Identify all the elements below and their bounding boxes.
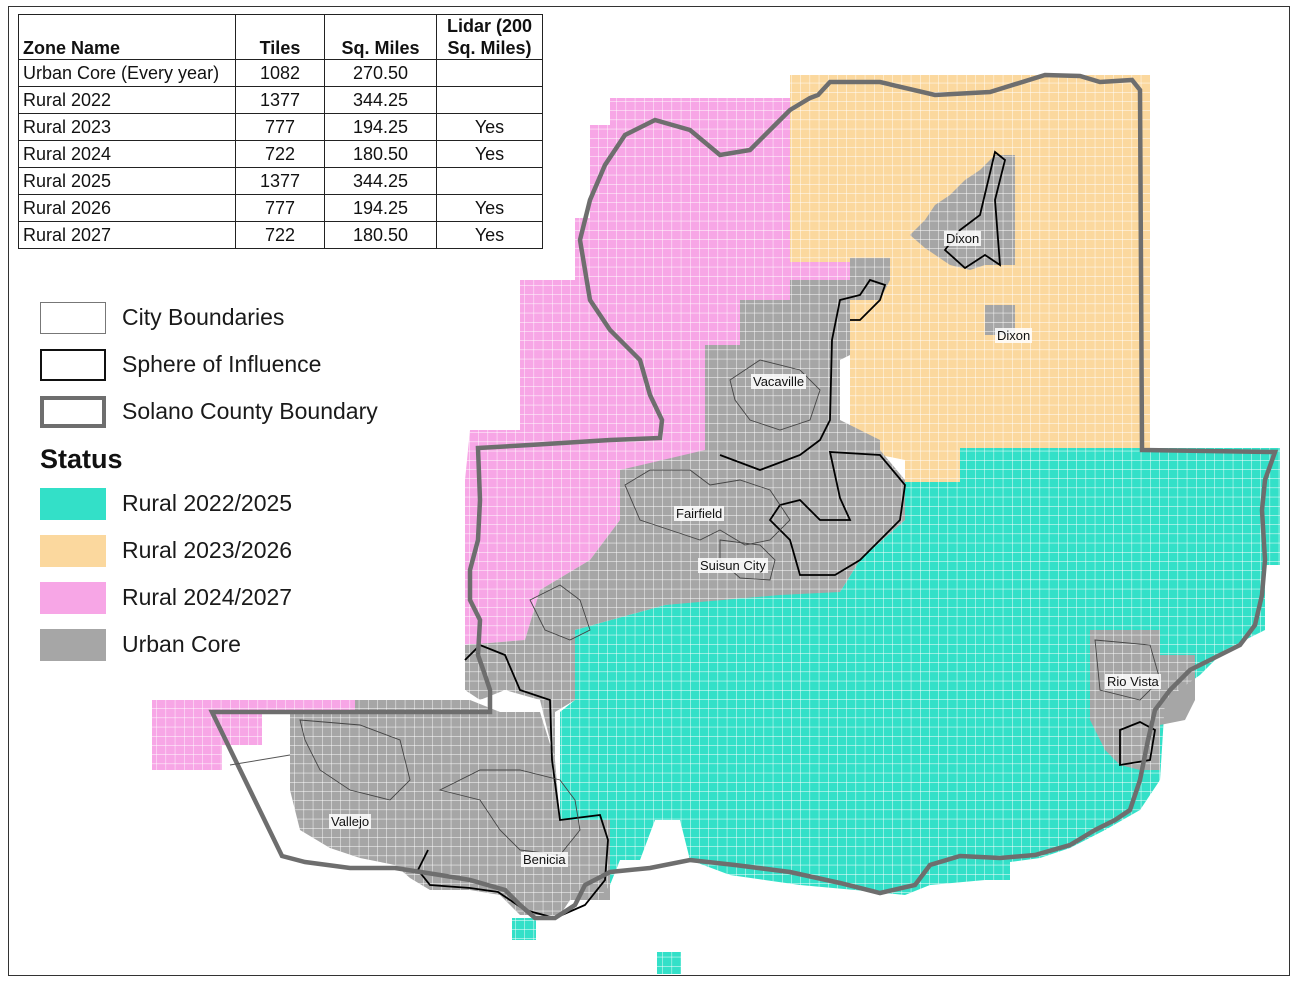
cell-tiles: 1377 [235, 86, 325, 114]
status-heading: Status [40, 444, 123, 474]
cell-tiles: 777 [235, 194, 325, 222]
legend-label: Rural 2022/2025 [122, 490, 293, 516]
legend-label: Sphere of Influence [122, 351, 322, 377]
cell-zone-name: Rural 2026 [18, 194, 236, 222]
header-sq-miles: Sq. Miles [324, 14, 437, 60]
tile-grid [152, 75, 1280, 974]
cell-zone-name: Urban Core (Every year) [18, 59, 236, 87]
cell-lidar: Yes [436, 194, 543, 222]
city-label-benicia: Benicia [521, 852, 568, 867]
cell-sq-miles: 194.25 [324, 194, 437, 222]
legend-label: Urban Core [122, 631, 241, 657]
sphere-of-influence-lines [416, 150, 1156, 919]
cell-zone-name: Rural 2025 [18, 167, 236, 195]
cell-tiles: 777 [235, 113, 325, 141]
cell-lidar: Yes [436, 140, 543, 168]
cell-lidar: Yes [436, 113, 543, 141]
cell-sq-miles: 180.50 [324, 221, 437, 249]
cell-zone-name: Rural 2027 [18, 221, 236, 249]
city-label-vacaville: Vacaville [751, 374, 807, 389]
cell-tiles: 722 [235, 140, 325, 168]
legend-label: City Boundaries [122, 304, 285, 330]
pink-swatch [40, 582, 106, 614]
city-label-suisun-city: Suisun City [698, 558, 768, 573]
gray-swatch [40, 629, 106, 661]
header-zone-name: Zone Name [18, 14, 236, 60]
cell-lidar [436, 86, 543, 114]
teal-swatch [40, 488, 106, 520]
city-label-dixon: Dixon [944, 231, 982, 246]
solano-county-boundary [208, 72, 1279, 921]
cell-sq-miles: 344.25 [324, 86, 437, 114]
header-lidar: Lidar (200 Sq. Miles) [436, 14, 543, 60]
sphere-swatch [40, 349, 106, 381]
cell-tiles: 722 [235, 221, 325, 249]
city-label-dixon-south: Dixon [995, 328, 1033, 343]
cell-sq-miles: 194.25 [324, 113, 437, 141]
header-tiles: Tiles [235, 14, 325, 60]
cell-lidar: Yes [436, 221, 543, 249]
cell-zone-name: Rural 2023 [18, 113, 236, 141]
cell-tiles: 1377 [235, 167, 325, 195]
cell-zone-name: Rural 2022 [18, 86, 236, 114]
legend-label: Rural 2023/2026 [122, 537, 293, 563]
cell-sq-miles: 344.25 [324, 167, 437, 195]
city-label-rio-vista: Rio Vista [1105, 674, 1161, 689]
legend-label: Rural 2024/2027 [122, 584, 293, 610]
cell-zone-name: Rural 2024 [18, 140, 236, 168]
sphere-rio-vista [1119, 721, 1156, 767]
county-swatch [40, 396, 106, 428]
sphere-dixon [943, 150, 1007, 270]
sphere-fairfield [768, 451, 906, 576]
city-label-vallejo: Vallejo [329, 814, 372, 829]
city-label-fairfield: Fairfield [674, 506, 725, 521]
orange-swatch [40, 535, 106, 567]
sphere-vallejo-benicia [416, 643, 609, 919]
legend-label: Solano County Boundary [122, 398, 378, 424]
zone-summary-table: Zone Name Tiles Sq. Miles Lidar (200 Sq.… [18, 14, 543, 249]
cell-sq-miles: 270.50 [324, 59, 437, 87]
sphere-vacaville [719, 278, 887, 471]
cell-lidar [436, 59, 543, 87]
cell-sq-miles: 180.50 [324, 140, 437, 168]
table-header-row: Zone Name Tiles Sq. Miles Lidar (200 Sq.… [18, 14, 543, 60]
vallejo-white-boundary [229, 754, 291, 766]
cell-lidar [436, 167, 543, 195]
city-boundary-swatch [40, 302, 106, 334]
cell-tiles: 1082 [235, 59, 325, 87]
